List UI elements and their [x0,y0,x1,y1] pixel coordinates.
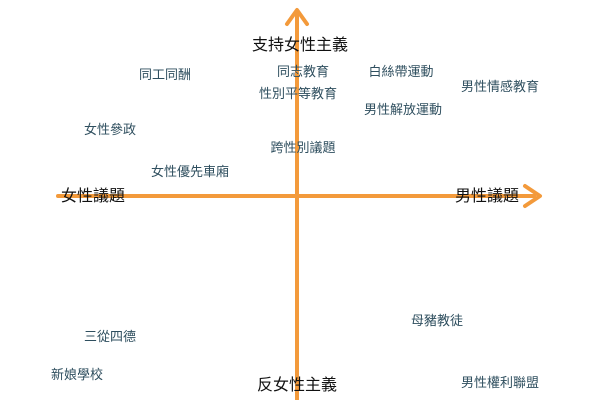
label-pig-mom-cult: 母豬教徒 [411,313,463,329]
label-trans-issues: 跨性別議題 [270,141,335,156]
label-women-politics: 女性參政 [84,122,136,138]
label-women-priority-car: 女性優先車廂 [151,164,229,180]
vertical-axis [285,8,309,400]
label-three-obediences: 三從四德 [84,330,136,345]
axis-label-top: 支持女性主義 [252,35,348,54]
label-gay-education: 同志教育 [277,64,329,80]
axis-label-right: 男性議題 [455,186,519,205]
axis-label-left: 女性議題 [61,186,125,205]
top-arrowhead [285,8,309,26]
label-male-emotion-education: 男性情感教育 [461,79,539,95]
label-bride-school: 新娘學校 [51,367,103,383]
right-arrowhead [523,184,542,208]
label-mens-rights-alliance: 男性權利聯盟 [461,376,539,391]
label-gender-equal-education: 性別平等教育 [259,86,337,102]
label-same-work-same-pay: 同工同酬 [139,68,191,83]
axis-label-bottom: 反女性主義 [257,375,337,394]
label-white-ribbon: 白絲帶運動 [368,64,433,80]
label-male-liberation: 男性解放運動 [364,103,442,118]
